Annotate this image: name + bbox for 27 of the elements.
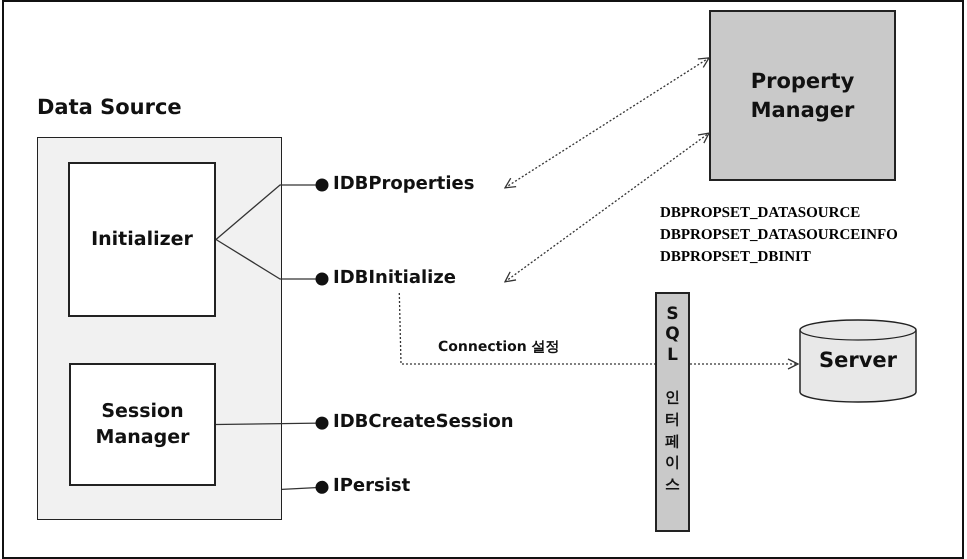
component-box [69, 363, 216, 486]
property-set-name: DBPROPSET_DATASOURCE [660, 204, 862, 223]
interface-connector [282, 480, 328, 494]
group-heading: Data Source [37, 95, 182, 119]
arrow [504, 132, 710, 282]
edge-label: Connection 설정 [438, 338, 560, 356]
interface-label: IPersist [333, 475, 410, 496]
manager-box [709, 10, 896, 181]
property-set-name: DBPROPSET_DATASOURCEINFO [660, 226, 898, 245]
vertical-label: 인터페이스 [665, 387, 680, 496]
interface-connector [216, 416, 328, 430]
component-box [68, 162, 216, 317]
interface-connector [216, 178, 328, 240]
interface-band [655, 292, 690, 532]
arrow [690, 358, 799, 370]
box-label: Initializer [90, 226, 194, 252]
vertical-label: SQL [664, 304, 681, 366]
interface-label: IDBProperties [333, 173, 474, 194]
box-label: Server [818, 348, 898, 372]
box-label: Session Manager [94, 398, 190, 450]
property-set-name: DBPROPSET_DBINIT [660, 248, 812, 267]
arrow [504, 57, 710, 188]
connector-line [398, 292, 655, 365]
interface-label: IDBCreateSession [333, 411, 514, 432]
interface-connector [216, 238, 328, 286]
box-label: Property Manager [750, 68, 856, 124]
interface-label: IDBInitialize [333, 267, 456, 288]
